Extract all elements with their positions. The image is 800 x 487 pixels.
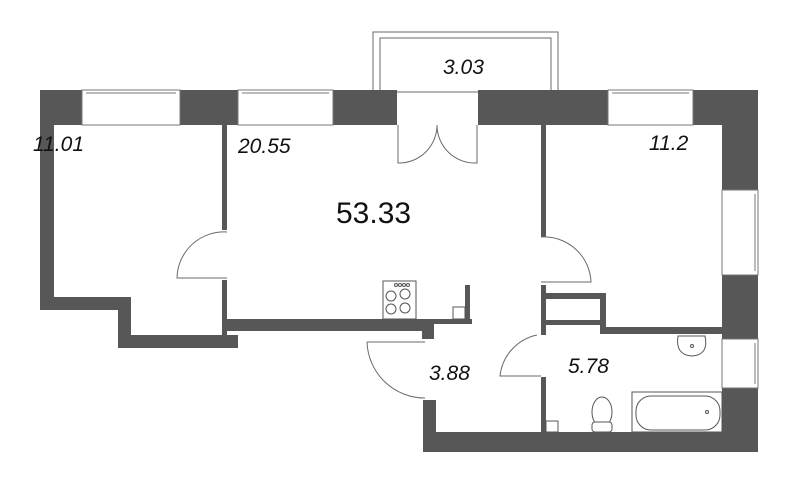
windows bbox=[81, 89, 759, 389]
exterior-walls bbox=[40, 90, 758, 452]
interior-walls bbox=[222, 125, 722, 437]
cabinet-icon bbox=[545, 420, 559, 433]
balcony-area-label: 3.03 bbox=[443, 56, 484, 79]
living-kitchen-area-label: 20.55 bbox=[238, 135, 291, 158]
bedroom-left-area-label: 11.01 bbox=[33, 133, 84, 156]
toilet-icon bbox=[591, 396, 613, 433]
bathtub-icon bbox=[631, 391, 723, 433]
stove-icon bbox=[382, 280, 417, 320]
bedroom-right-area-label: 11.2 bbox=[649, 132, 689, 155]
bathroom-area-label: 5.78 bbox=[568, 355, 609, 378]
hallway-area-label: 3.88 bbox=[429, 362, 470, 385]
sink-icon bbox=[677, 335, 707, 357]
cabinet-icon bbox=[452, 306, 466, 320]
total-area-label: 53.33 bbox=[336, 197, 412, 230]
balcony-outline bbox=[372, 31, 559, 93]
doors bbox=[176, 124, 592, 399]
